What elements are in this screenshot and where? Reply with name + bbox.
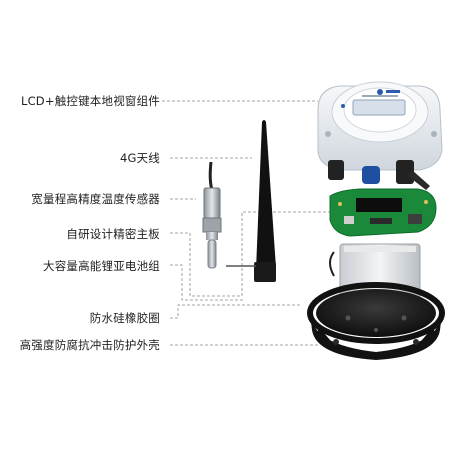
label-battery-pack: 大容量高能锂亚电池组	[43, 259, 160, 273]
temperature-sensor	[202, 161, 222, 269]
cable-gland	[328, 160, 344, 180]
lcd-screen	[352, 99, 406, 116]
pcb-display	[356, 198, 402, 212]
cable-gland-right	[396, 160, 414, 184]
brand-logo-icon	[377, 89, 383, 95]
main-board	[329, 188, 437, 237]
label-lcd-touch-window: LCD+触控键本地视窗组件	[20, 94, 160, 108]
antenna	[226, 120, 276, 282]
base-housing	[307, 282, 445, 360]
label-temperature-sensor: 宽量程高精度温度传感器	[31, 192, 160, 206]
label-protective-housing: 高强度防腐抗冲击防护外壳	[19, 338, 160, 352]
leader-line-battery	[170, 264, 243, 301]
label-silicone-gasket: 防水硅橡胶圈	[89, 311, 160, 325]
leader-line-gasket	[170, 304, 300, 319]
leader-line-board	[170, 211, 330, 297]
top-housing-lcd	[317, 81, 443, 190]
label-main-board: 自研设计精密主板	[66, 227, 160, 241]
usb-port-cap	[362, 166, 380, 184]
label-4g-antenna: 4G天线	[119, 151, 160, 165]
touch-key-icon	[341, 104, 345, 108]
leader-lines	[162, 100, 330, 346]
